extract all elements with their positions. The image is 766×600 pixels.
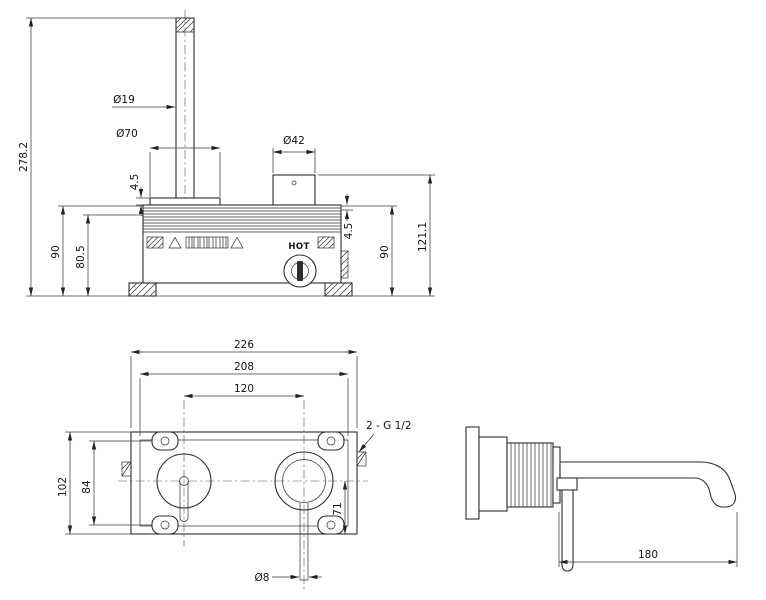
spout-profile bbox=[559, 461, 737, 508]
cartridge-slot bbox=[297, 261, 303, 281]
handle-lever bbox=[561, 489, 574, 572]
handle bbox=[272, 174, 316, 206]
overall-height-dim: 278.2 bbox=[18, 142, 30, 172]
body-height-right-dim: 90 bbox=[379, 245, 391, 258]
escutcheon-plate bbox=[149, 197, 221, 206]
handle-diameter-dim: Ø42 bbox=[283, 135, 305, 147]
escutcheon-diameter-dim: Ø70 bbox=[116, 128, 138, 140]
side-tab bbox=[340, 250, 349, 279]
face-plate bbox=[552, 446, 561, 504]
overall-width-dim: 226 bbox=[234, 339, 254, 351]
warning-triangle-icon bbox=[230, 236, 244, 249]
warning-triangle-icon bbox=[168, 236, 182, 249]
spout-tube-diameter-dim: Ø19 bbox=[113, 94, 135, 106]
centers-distance-dim: 120 bbox=[234, 383, 254, 395]
spout-tube bbox=[175, 10, 195, 214]
handle-hub bbox=[556, 477, 578, 491]
valve-body: HOT bbox=[128, 204, 353, 297]
adjustment-sleeve bbox=[506, 442, 554, 508]
plate-gap-left-dim: 4.5 bbox=[129, 174, 141, 191]
body-height-dim: 90 bbox=[50, 245, 62, 258]
connections-label: 2 - G 1/2 bbox=[366, 420, 412, 432]
outlet-offset-dim: 71 bbox=[332, 502, 344, 515]
rough-in-dimensions: 226 208 120 102 84 71 Ø8 bbox=[57, 339, 412, 584]
side-view: 180 bbox=[465, 426, 738, 572]
plate-gap-right-dim: 4.5 bbox=[343, 223, 355, 240]
pin-diameter-dim: Ø8 bbox=[255, 572, 270, 584]
rough-in-view: 226 208 120 102 84 71 Ø8 bbox=[57, 339, 412, 592]
hot-marking: HOT bbox=[288, 242, 309, 252]
mounting-ears bbox=[151, 431, 345, 535]
label-patch-right bbox=[317, 236, 335, 249]
front-view: HOT 278.2 Ø19 bbox=[18, 10, 435, 297]
body-side bbox=[478, 436, 508, 512]
side-view-dimensions: 180 bbox=[558, 512, 738, 567]
handle-height-dim: 121.1 bbox=[417, 222, 429, 252]
front-view-dimensions: 278.2 Ø19 Ø70 Ø42 90 80.5 bbox=[18, 17, 435, 297]
box-height-dim: 102 bbox=[57, 477, 69, 497]
mounting-holes-dim: 84 bbox=[81, 480, 93, 494]
depth-min-dim: 80.5 bbox=[75, 245, 87, 268]
spout-reach-dim: 180 bbox=[638, 549, 658, 561]
label-patch-left bbox=[146, 236, 164, 249]
inner-width-dim: 208 bbox=[234, 361, 254, 373]
rough-in-box-inner bbox=[139, 439, 349, 527]
wall-bracket bbox=[465, 426, 480, 520]
